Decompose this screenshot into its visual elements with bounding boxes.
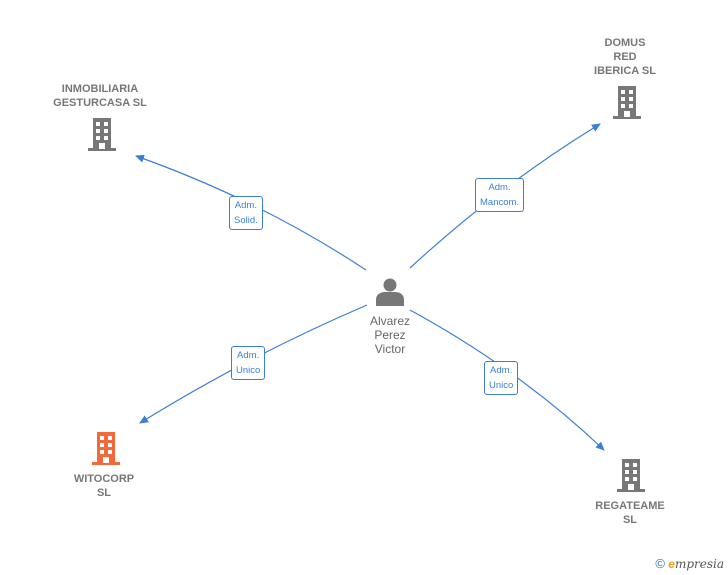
node-label-domus[interactable]: DOMUS RED IBERICA SL — [594, 37, 656, 77]
edge-label-domus: Adm. Mancom. — [475, 178, 525, 212]
person-icon[interactable] — [376, 278, 404, 307]
edge-label-inmobiliaria: Adm. Solid. — [229, 196, 263, 230]
node-label-person[interactable]: Alvarez Perez Victor — [369, 314, 410, 356]
node-label-witocorp[interactable]: WITOCORP SL — [73, 473, 135, 499]
copyright-symbol: © — [655, 556, 665, 571]
edge-label-witocorp: Adm. Unico — [231, 346, 266, 380]
node-label-inmobiliaria[interactable]: INMOBILIARIA GESTURCASA SL — [53, 83, 147, 109]
brand-footer[interactable]: © empresia — [655, 556, 724, 571]
edge-label-regateame: Adm. Unico — [484, 361, 519, 395]
building-icon-highlight[interactable] — [92, 432, 120, 465]
brand-initial: e — [668, 557, 675, 571]
node-label-regateame[interactable]: REGATEAME SL — [595, 500, 665, 526]
building-icon[interactable] — [88, 118, 116, 152]
brand-name: mpresia — [674, 557, 724, 571]
building-icon[interactable] — [613, 86, 641, 119]
building-icon[interactable] — [617, 459, 645, 492]
